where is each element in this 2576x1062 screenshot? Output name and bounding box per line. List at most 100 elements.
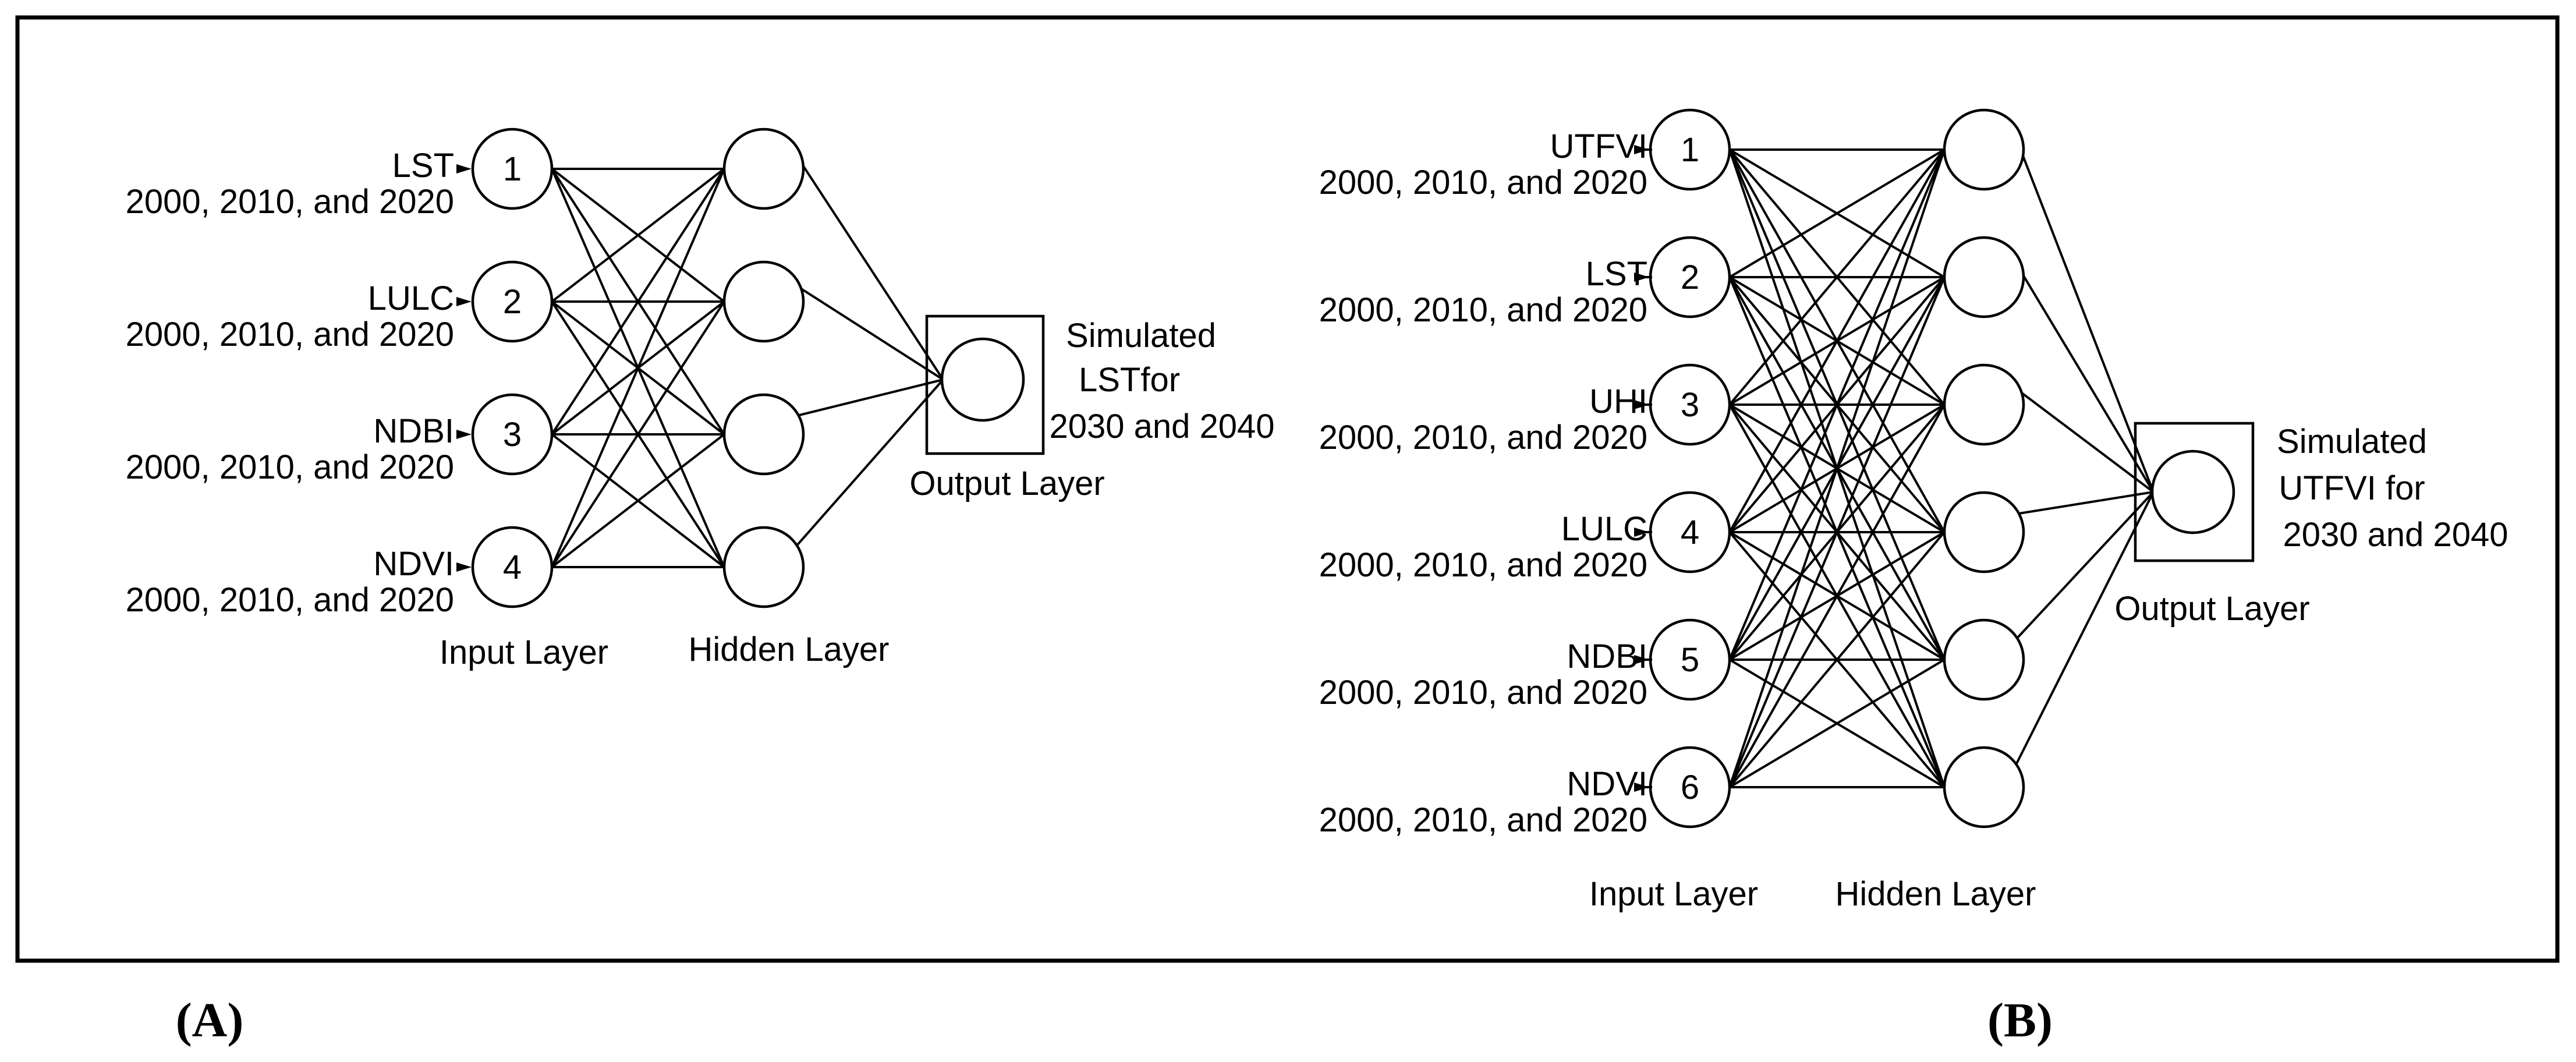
panel-b-edge-h6-out [2012,491,2155,770]
panel-b-output-node [2150,449,2235,534]
panel-b-input-years: 2000, 2010, and 2020 [1319,674,1647,711]
panel-a-input-name: LST [392,147,454,185]
panel-a-input-name: NDVI [373,545,454,583]
panel-a-edge-h1-out [792,150,944,381]
panel-b-input-name: LULC [1561,510,1647,548]
panel-a-input-node-4 [471,526,554,608]
panel-b-input-node-index: 2 [1681,259,1699,296]
panel-b-arrowhead-3 [1634,400,1649,409]
panel-b-arrowhead-5 [1634,655,1649,664]
panel-a-input-node-index: 2 [503,283,522,321]
panel-b-output-text-line: Simulated [2277,423,2427,461]
panel-b-input-node-index: 4 [1681,514,1699,551]
panel-a-input-layer-label: Input Layer [440,633,608,671]
panel-b-input-node-index: 5 [1681,641,1699,679]
panel-a-edge-h3-out [793,378,944,418]
panel-b-edge-in4-h1 [1728,149,1946,533]
panel-a-input-years: 2000, 2010, and 2020 [126,183,454,221]
panel-b-input-years: 2000, 2010, and 2020 [1319,291,1647,329]
panel-a-output-text-line: LSTfor [1079,361,1180,399]
panel-a-input-node-index: 4 [503,548,522,586]
panel-a-hidden-node-2 [722,260,805,343]
panel-b-input-years: 2000, 2010, and 2020 [1319,419,1647,456]
panel-a-edge-in4-h1 [551,168,725,568]
panel-b-hidden-node-6 [1943,746,2025,829]
panel-a-edge-in4-h2 [551,300,725,568]
panel-a-caption: (A) [176,993,244,1047]
panel-b-input-name: LST [1586,255,1647,293]
panel-b-hidden-node-2 [1943,236,2025,318]
panel-a-input-node-1 [471,128,554,210]
panel-b-input-node-index: 6 [1681,769,1699,806]
panel-a-input-years: 2000, 2010, and 2020 [126,581,454,619]
panel-a-input-name: LULC [368,279,454,317]
panel-a-input-years: 2000, 2010, and 2020 [126,316,454,353]
panel-b-input-layer-label: Input Layer [1589,875,1758,913]
panel-b-edge-in6-h5 [1728,659,1946,788]
panel-b-arrowhead-6 [1634,783,1649,792]
panel-b-input-years: 2000, 2010, and 2020 [1319,801,1647,839]
panel-b-edge-in6-h2 [1728,277,1946,788]
panel-b-arrowhead-2 [1634,272,1649,282]
panel-a-edge-h4-out [792,378,944,550]
panel-b-hidden-layer-label: Hidden Layer [1836,875,2036,913]
panel-a-input-node-index: 1 [503,150,522,188]
panel-b-input-name: NDBI [1567,638,1647,675]
panel-b-edge-in6-h4 [1728,531,1946,788]
panel-b-input-name: NDVI [1567,765,1647,803]
panel-b-output-box [2134,422,2255,562]
panel-a-input-name: NDBI [373,412,454,450]
panel-a-input-node-2 [471,260,554,343]
panel-b-hidden-node-1 [1943,108,2025,191]
panel-b-edge-in5-h1 [1728,149,1946,660]
panel-a-edge-in4-h3 [551,433,725,568]
panel-b-arrowhead-4 [1634,528,1649,537]
panel-a-edge-h2-out [792,282,944,381]
panel-b-edge-in6-h3 [1728,404,1946,788]
panel-b-edge-in3-h1 [1728,148,1946,406]
panel-b-output-text-line: 2030 and 2040 [2283,516,2508,554]
panel-a-arrowhead-1 [456,164,472,174]
panel-a-output-text-line: Simulated [1066,317,1216,355]
panel-a-input-years: 2000, 2010, and 2020 [126,448,454,486]
panel-b-arrowhead-1 [1634,145,1649,154]
panel-a-edge-in3-h1 [551,168,725,436]
panel-b-edge-h1-out [2012,131,2155,493]
panel-b-edge-in6-h1 [1728,149,1946,788]
panel-a-input-node-3 [471,393,554,476]
panel-a-hidden-node-4 [722,526,805,608]
panel-b-input-name: UHI [1589,383,1647,420]
panel-b-input-years: 2000, 2010, and 2020 [1319,164,1647,201]
panel-a-hidden-node-1 [722,128,805,210]
panel-a-input-node-index: 3 [503,416,522,454]
panel-b-edge-h5-out [2012,491,2155,643]
panel-a-output-layer-label: Output Layer [909,465,1104,502]
panel-b-edge-h2-out [2012,259,2155,493]
panel-b-hidden-node-4 [1943,491,2025,574]
panel-b-hidden-node-5 [1943,618,2025,701]
panel-a-arrowhead-2 [456,297,472,306]
panel-b-edge-h4-out [2013,491,2154,516]
panel-b-connections [1728,131,2155,788]
panel-b-output-layer-label: Output Layer [2114,590,2309,628]
panel-b-edge-h3-out [2012,385,2155,493]
panel-a-edge-in2-h1 [551,168,725,303]
panel-a-arrowhead-4 [456,562,472,572]
panel-a-hidden-node-3 [722,393,805,476]
panel-b-caption: (B) [1987,993,2053,1047]
panel-b-output-text-line: UTFVI for [2279,469,2425,507]
panel-a-output-text-line: 2030 and 2040 [1049,408,1274,445]
panel-b-input-node-index: 3 [1681,386,1699,424]
figure-frame [15,15,2560,963]
panel-a-output-node [940,337,1025,422]
panel-b-hidden-node-3 [1943,363,2025,446]
panel-b-input-years: 2000, 2010, and 2020 [1319,546,1647,584]
panel-a-hidden-layer-label: Hidden Layer [689,631,890,668]
panel-a-arrowhead-3 [456,430,472,439]
panel-a-connections [551,150,944,568]
panel-b-input-node-index: 1 [1681,131,1699,169]
panel-b-input-name: UTFVI [1550,128,1647,165]
